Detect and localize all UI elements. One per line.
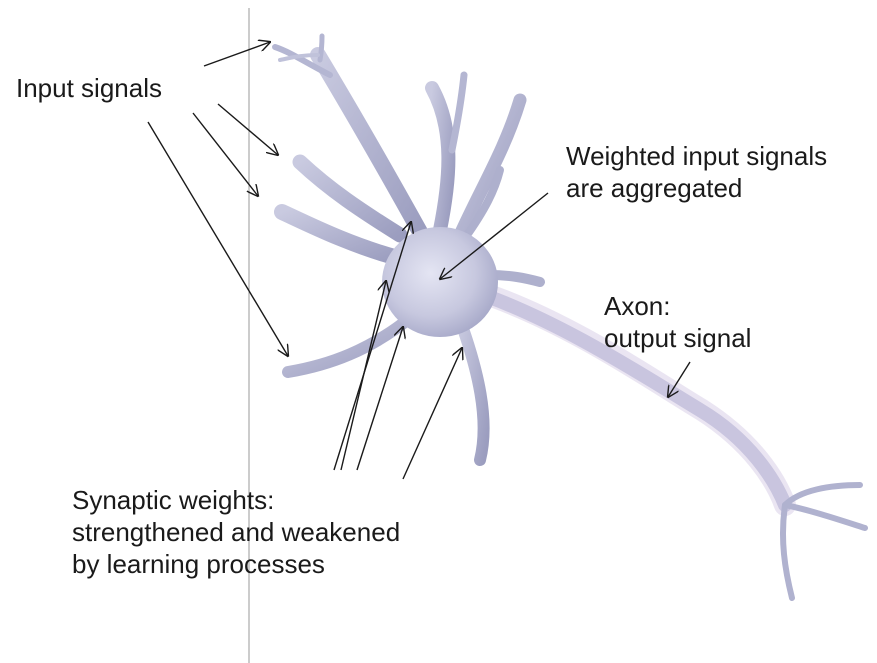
synaptic-line-2: strengthened and weakened [72, 516, 400, 548]
axon-terminal-3 [783, 505, 792, 598]
weighted-input-line-1: Weighted input signals [566, 140, 827, 172]
arrow-input-3 [193, 113, 258, 196]
synaptic-line-3: by learning processes [72, 548, 400, 580]
input-signals-label: Input signals [16, 72, 162, 104]
dendrite-top-2 [460, 100, 520, 235]
dendrite-upper-left-fork-2 [320, 36, 322, 60]
synaptic-weights-label: Synaptic weights: strengthened and weake… [72, 484, 400, 580]
axon-terminal-2 [785, 505, 865, 528]
input-signals-text: Input signals [16, 72, 162, 104]
synaptic-line-1: Synaptic weights: [72, 484, 400, 516]
arrow-synaptic-4 [403, 348, 462, 479]
dendrite-top-1-fork [452, 75, 464, 150]
arrow-input-1 [204, 42, 270, 66]
axon-terminal-1 [785, 485, 860, 505]
arrow-input-4 [148, 122, 288, 356]
dendrite-lower [460, 320, 484, 460]
dendrite-upper-left [318, 55, 420, 232]
soma [382, 227, 498, 337]
axon-label: Axon: output signal [604, 290, 751, 354]
arrow-synaptic-1 [334, 222, 411, 470]
axon-line-1: Axon: [604, 290, 751, 322]
dendrite-top-1 [432, 88, 448, 230]
arrow-synaptic-2 [341, 281, 386, 470]
weighted-input-label: Weighted input signals are aggregated [566, 140, 827, 204]
arrow-input-2 [218, 104, 278, 155]
axon-line-2: output signal [604, 322, 751, 354]
weighted-input-line-2: are aggregated [566, 172, 827, 204]
